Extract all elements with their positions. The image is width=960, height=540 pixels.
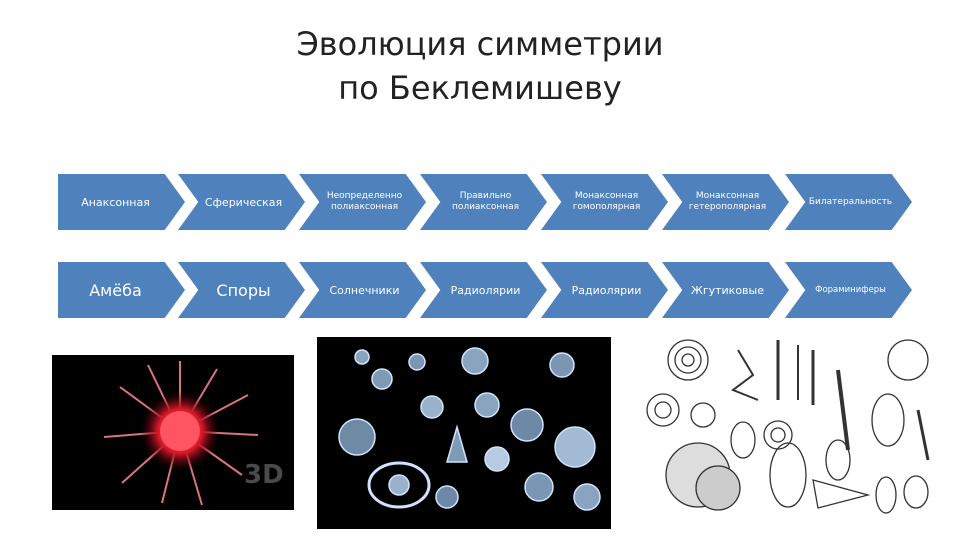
- organisms-process: Амёба Споры Солнечники Радиолярии Радиол…: [58, 262, 914, 318]
- chevron-symmetry-spherical: Сферическая: [178, 174, 305, 230]
- heliozoan-photo: 3D: [52, 355, 294, 510]
- chevron-organism-radiolaria-1: Радиолярии: [420, 262, 547, 318]
- chevron-organism-amoeba: Амёба: [58, 262, 185, 318]
- radiolaria-photo: [317, 337, 611, 529]
- chevron-symmetry-indefinite-polyaxonal: Неопределенно полиаксонная: [299, 174, 426, 230]
- slide-title-line2: по Беклемишеву: [0, 66, 960, 110]
- chevron-symmetry-anaxonal: Анаксонная: [58, 174, 185, 230]
- svg-text:3D: 3D: [244, 460, 284, 490]
- chevron-organism-spores: Споры: [178, 262, 305, 318]
- foraminifera-drawing: [638, 330, 940, 526]
- chevron-symmetry-bilateral: Билатеральность: [785, 174, 912, 230]
- chevron-organism-flagellates: Жгутиковые: [662, 262, 789, 318]
- chevron-symmetry-regular-polyaxonal: Правильно полиаксонная: [420, 174, 547, 230]
- chevron-symmetry-monaxonal-heteropolar: Монаксонная гетерополярная: [662, 174, 789, 230]
- chevron-organism-foraminifera: Фораминиферы: [785, 262, 912, 318]
- chevron-symmetry-monaxonal-homopolar: Монаксонная гомополярная: [541, 174, 668, 230]
- symmetry-types-process: Анаксонная Сферическая Неопределенно пол…: [58, 174, 914, 230]
- slide-title-line1: Эволюция симметрии: [0, 22, 960, 66]
- slide-title: Эволюция симметрии по Беклемишеву: [0, 22, 960, 110]
- chevron-organism-heliozoa: Солнечники: [299, 262, 426, 318]
- chevron-organism-radiolaria-2: Радиолярии: [541, 262, 668, 318]
